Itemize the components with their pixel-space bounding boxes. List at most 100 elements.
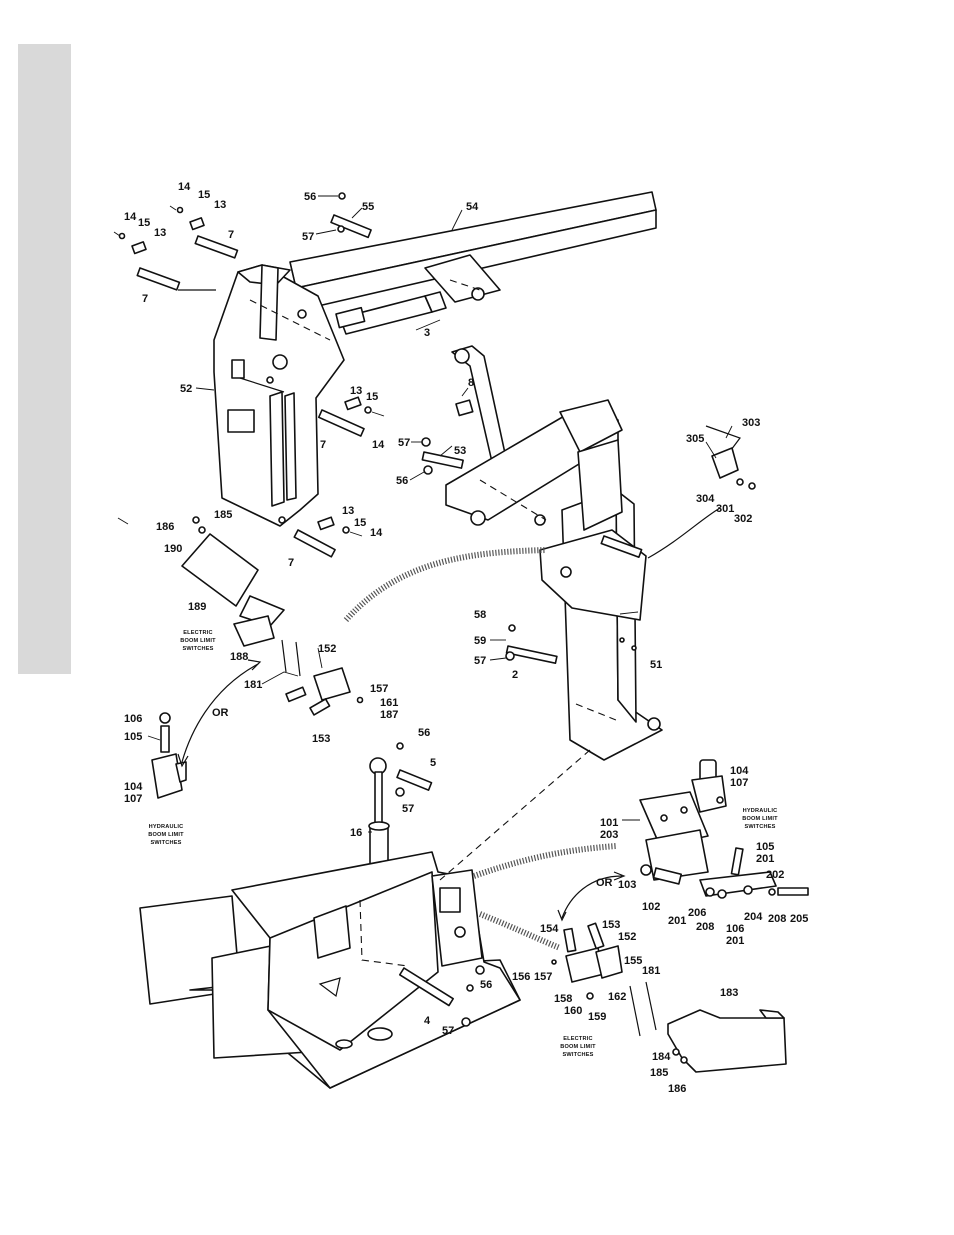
callout-305: 305	[686, 433, 704, 445]
notes: ELECTRIC BOOM LIMIT SWITCHES HYDRAULIC B…	[148, 630, 778, 1058]
callout-56: 56	[480, 979, 492, 991]
callout-202: 202	[766, 869, 784, 881]
callout-53: 53	[454, 445, 466, 457]
hydraulic-switch-left	[151, 712, 187, 799]
callout-190: 190	[164, 543, 182, 555]
leader-lines	[117, 195, 733, 833]
callout-101: 101	[600, 817, 618, 829]
callout-161: 161	[380, 697, 398, 709]
callout-16: 16	[350, 827, 362, 839]
note-hydraulic-left-3: SWITCHES	[150, 840, 181, 846]
base-frame	[139, 851, 521, 1089]
callout-153: 153	[312, 733, 330, 745]
callout-181: 181	[642, 965, 660, 977]
note-electric-right-3: SWITCHES	[562, 1052, 593, 1058]
electric-switch-left	[233, 615, 364, 716]
note-electric-right-2: BOOM LIMIT	[560, 1044, 596, 1050]
callout-107: 107	[730, 777, 748, 789]
callout-56: 56	[418, 727, 430, 739]
note-electric-left-1: ELECTRIC	[183, 630, 213, 636]
note-hydraulic-right-1: HYDRAULIC	[743, 808, 778, 814]
pin-7-mid	[317, 396, 385, 437]
callout-185: 185	[214, 509, 232, 521]
callout-3: 3	[424, 327, 430, 339]
callout-15: 15	[138, 217, 150, 229]
callout-189: 189	[188, 601, 206, 613]
or-arrow-right-head	[557, 871, 626, 922]
callout-185: 185	[650, 1067, 668, 1079]
callout-4: 4	[424, 1015, 431, 1027]
tilt-cylinder-8	[451, 345, 507, 463]
callout-5: 5	[430, 757, 436, 769]
callout-201: 201	[726, 935, 744, 947]
callout-57: 57	[402, 803, 414, 815]
note-hydraulic-left-1: HYDRAULIC	[149, 824, 184, 830]
callout-102: 102	[642, 901, 660, 913]
callout-204: 204	[744, 911, 763, 923]
callout-57: 57	[302, 231, 314, 243]
pin-7-low	[293, 516, 363, 558]
callout-13: 13	[214, 199, 226, 211]
callout-186: 186	[156, 521, 174, 533]
or-arrow-left	[181, 663, 259, 763]
callout-105: 105	[124, 731, 142, 743]
callout-57: 57	[474, 655, 486, 667]
switch-bracket-303	[705, 425, 756, 490]
cover-189	[181, 516, 285, 627]
callout-303: 303	[742, 417, 760, 429]
callout-54: 54	[466, 201, 479, 213]
callout-104: 104	[730, 765, 749, 777]
callout-55: 55	[362, 201, 374, 213]
callout-205: 205	[790, 913, 808, 925]
callout-157: 157	[534, 971, 552, 983]
linkage-202	[699, 847, 809, 899]
callout-14: 14	[178, 181, 191, 193]
pin-2	[505, 624, 558, 665]
hydraulic-switch-right	[691, 759, 727, 813]
note-hydraulic-right-2: BOOM LIMIT	[742, 816, 778, 822]
callout-105: 105	[756, 841, 774, 853]
callout-155: 155	[624, 955, 642, 967]
upright-post-52	[213, 264, 345, 527]
bracket-101	[639, 791, 709, 885]
callout-15: 15	[198, 189, 210, 201]
callout-57: 57	[398, 437, 410, 449]
note-electric-right-1: ELECTRIC	[563, 1036, 593, 1042]
callout-153: 153	[602, 919, 620, 931]
callout-14: 14	[370, 527, 383, 539]
callout-51: 51	[650, 659, 662, 671]
callout-203: 203	[600, 829, 618, 841]
callout-7: 7	[228, 229, 234, 241]
callout-201: 201	[756, 853, 774, 865]
callout-156: 156	[512, 971, 530, 983]
callout-206: 206	[688, 907, 706, 919]
margin-strip	[18, 44, 71, 674]
column-51	[445, 399, 663, 761]
callout-15: 15	[366, 391, 378, 403]
callout-59: 59	[474, 635, 486, 647]
callout-302: 302	[734, 513, 752, 525]
callout-7: 7	[320, 439, 326, 451]
callout-2: 2	[512, 669, 518, 681]
callout-201: 201	[668, 915, 686, 927]
or-arrow-left-head	[177, 659, 262, 768]
callout-106: 106	[124, 713, 142, 725]
callout-15: 15	[354, 517, 366, 529]
callout-160: 160	[564, 1005, 582, 1017]
callout-183: 183	[720, 987, 738, 999]
note-hydraulic-right-3: SWITCHES	[744, 824, 775, 830]
note-hydraulic-left-2: BOOM LIMIT	[148, 832, 184, 838]
note-electric-left-2: BOOM LIMIT	[180, 638, 216, 644]
callout-162: 162	[608, 991, 626, 1003]
boom-pin-55	[330, 192, 372, 239]
callout-8: 8	[468, 377, 474, 389]
callout-208: 208	[696, 921, 714, 933]
or-label-right: OR	[596, 877, 613, 889]
callout-208: 208	[768, 913, 786, 925]
callout-13: 13	[154, 227, 166, 239]
cover-183	[667, 1009, 787, 1073]
callout-103: 103	[618, 879, 636, 891]
callout-7: 7	[142, 293, 148, 305]
